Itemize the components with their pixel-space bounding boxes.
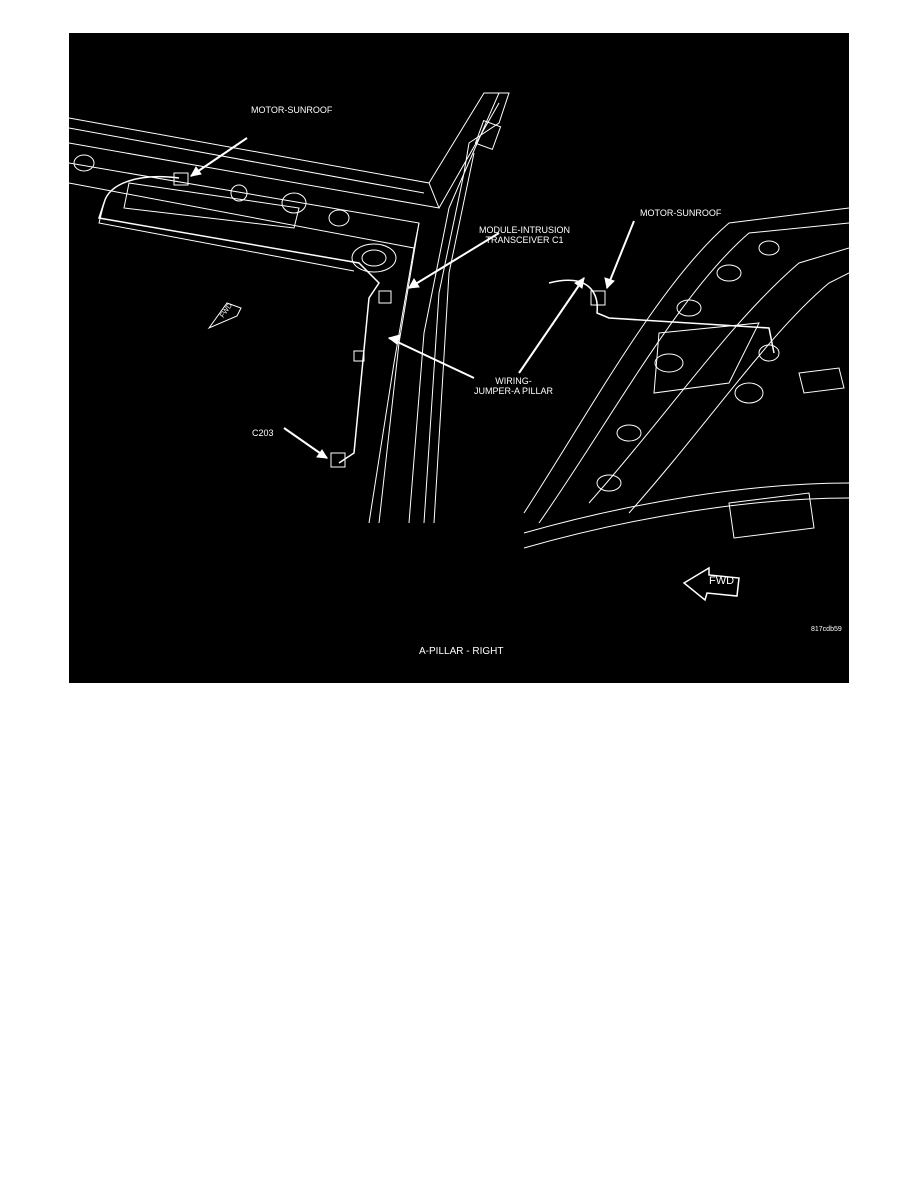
- label-line: TRANSCEIVER C1: [485, 235, 564, 245]
- line-drawing: [69, 92, 849, 602]
- label-line: MODULE-INTRUSION: [479, 225, 571, 235]
- label-line: WIRING-: [495, 376, 532, 386]
- a-pillar-diagram: MOTOR-SUNROOF MODULE-INTRUSION TRANSCEIV…: [69, 33, 849, 683]
- figure-code: 817cdb59: [811, 626, 842, 633]
- label-module-intrusion-transceiver: MODULE-INTRUSION TRANSCEIVER C1: [479, 225, 570, 245]
- label-motor-sunroof-right: MOTOR-SUNROOF: [640, 208, 722, 218]
- label-wiring-jumper: WIRING- JUMPER-A PILLAR: [474, 376, 553, 396]
- label-line: JUMPER-A PILLAR: [474, 386, 554, 396]
- label-c203: C203: [252, 428, 274, 438]
- label-motor-sunroof-left: MOTOR-SUNROOF: [251, 105, 333, 115]
- fwd-arrow-right: FWD: [709, 575, 735, 587]
- figure-caption: A-PILLAR - RIGHT: [419, 646, 504, 657]
